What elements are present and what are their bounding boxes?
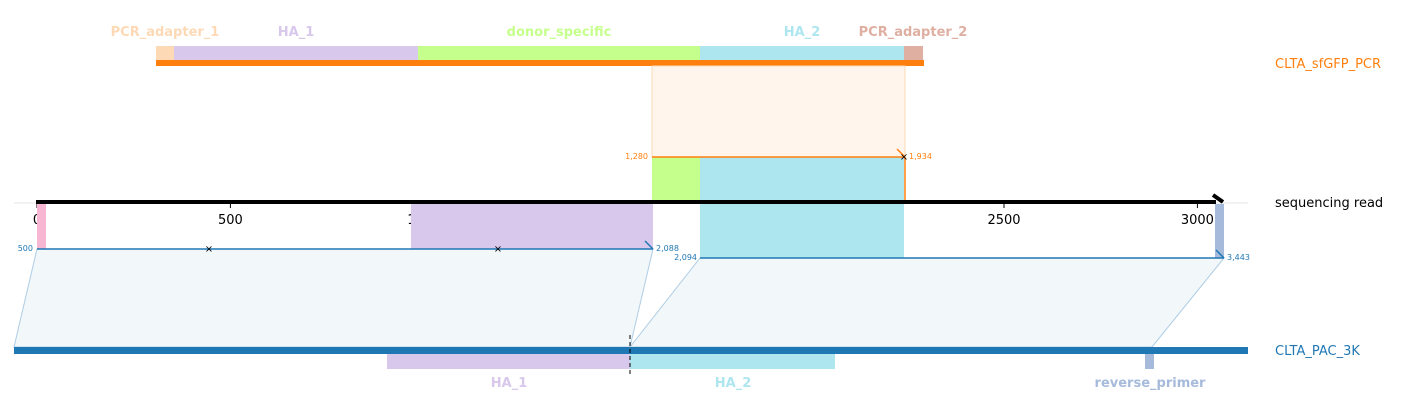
- axis-tick-label: 3000: [1181, 213, 1214, 228]
- bottom-alignment-1-shade: [13, 248, 654, 348]
- bottom-alignment-2-start-label: 2,094: [674, 253, 697, 262]
- bottom-alignments: × × 500 2,088 2,094 3,443: [13, 204, 1250, 348]
- top-mismatch-marker: ×: [900, 152, 908, 163]
- bottom-feature-reverse-primer-box: [1145, 354, 1154, 369]
- read-track-name: sequencing read: [1275, 196, 1383, 211]
- top-feature-donor-specific-label: donor_specific: [507, 25, 612, 40]
- top-feature-ha-2-label: HA_2: [784, 25, 821, 40]
- top-alignment-shade: [651, 65, 906, 158]
- read-feature-reverse-primer-box: [1215, 204, 1224, 258]
- top-feature-pcr-adapter-1-label: PCR_adapter_1: [111, 25, 220, 40]
- top-track-name: CLTA_sfGFP_PCR: [1275, 57, 1381, 72]
- bottom-reference: HA_1 HA_2 reverse_primer CLTA_PAC_3K: [14, 335, 1360, 391]
- bottom-feature-ha-2-label: HA_2: [715, 376, 752, 391]
- top-alignment-arrow-tick: [896, 148, 906, 158]
- top-feature-ha-1-box: [174, 46, 418, 61]
- top-alignment-end-label: 1,934: [909, 152, 932, 161]
- read-feature-pink-box: [37, 204, 46, 249]
- bottom-alignment-1-start-label: 500: [18, 244, 33, 253]
- bottom-alignment-1-end-label: 2,088: [656, 244, 679, 253]
- top-feature-pcr-adapter-2-box: [904, 46, 923, 61]
- top-feature-pcr-adapter-2-label: PCR_adapter_2: [859, 25, 968, 40]
- bottom-track-name: CLTA_PAC_3K: [1275, 344, 1360, 359]
- read-axis-arrowhead: [1211, 193, 1225, 204]
- read-feature-ha-2-lower-box: [700, 204, 904, 258]
- bottom-reference-bar: [14, 347, 1248, 354]
- bottom-alignment-2-shade: [628, 257, 1226, 348]
- read-feature-ha-2-box: [700, 157, 904, 202]
- read-feature-donor-specific-box: [652, 157, 700, 202]
- top-reference: PCR_adapter_1 HA_1 donor_specific HA_2 P…: [111, 25, 1381, 72]
- bottom-feature-ha-2-box: [630, 354, 835, 369]
- top-feature-pcr-adapter-1-box: [156, 46, 174, 61]
- axis-tick-label: 2500: [987, 213, 1020, 228]
- top-feature-ha-2-box: [700, 46, 904, 61]
- bottom-feature-reverse-primer-label: reverse_primer: [1095, 376, 1207, 391]
- top-alignment: × 1,280 1,934: [625, 65, 932, 202]
- bottom-mismatch-marker-2: ×: [494, 244, 502, 255]
- axis-tick-label: 500: [218, 213, 243, 228]
- bottom-feature-ha-1-label: HA_1: [491, 376, 528, 391]
- top-feature-donor-specific-box: [418, 46, 700, 61]
- bottom-feature-ha-1-box: [387, 354, 630, 369]
- bottom-mismatch-marker-1: ×: [205, 244, 213, 255]
- top-feature-ha-1-label: HA_1: [278, 25, 315, 40]
- bottom-alignment-2-end-label: 3,443: [1227, 253, 1250, 262]
- bottom-alignment-2-arrow-tick: [1215, 249, 1225, 259]
- top-reference-bar: [156, 60, 924, 66]
- bottom-alignment-1-arrow-tick: [644, 240, 654, 250]
- top-alignment-start-label: 1,280: [625, 152, 648, 161]
- read-feature-ha-1-box: [411, 204, 653, 249]
